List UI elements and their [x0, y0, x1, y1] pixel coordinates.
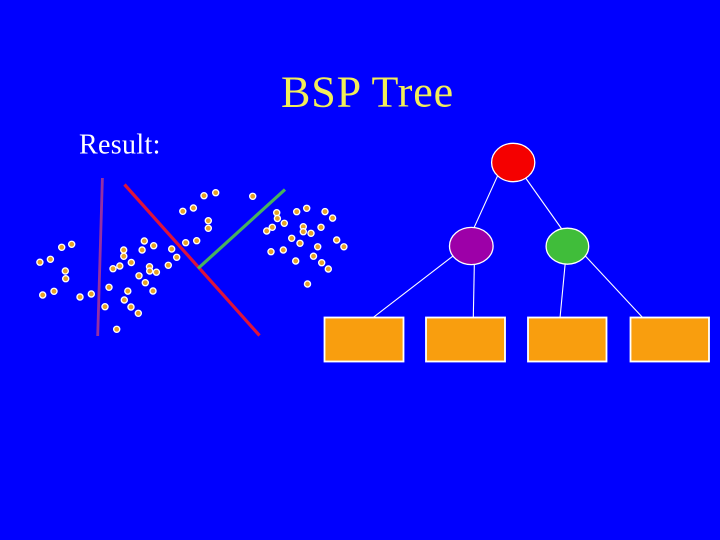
svg-text:BSP Tree: BSP Tree: [281, 68, 454, 117]
svg-text:Result:: Result:: [79, 130, 161, 161]
